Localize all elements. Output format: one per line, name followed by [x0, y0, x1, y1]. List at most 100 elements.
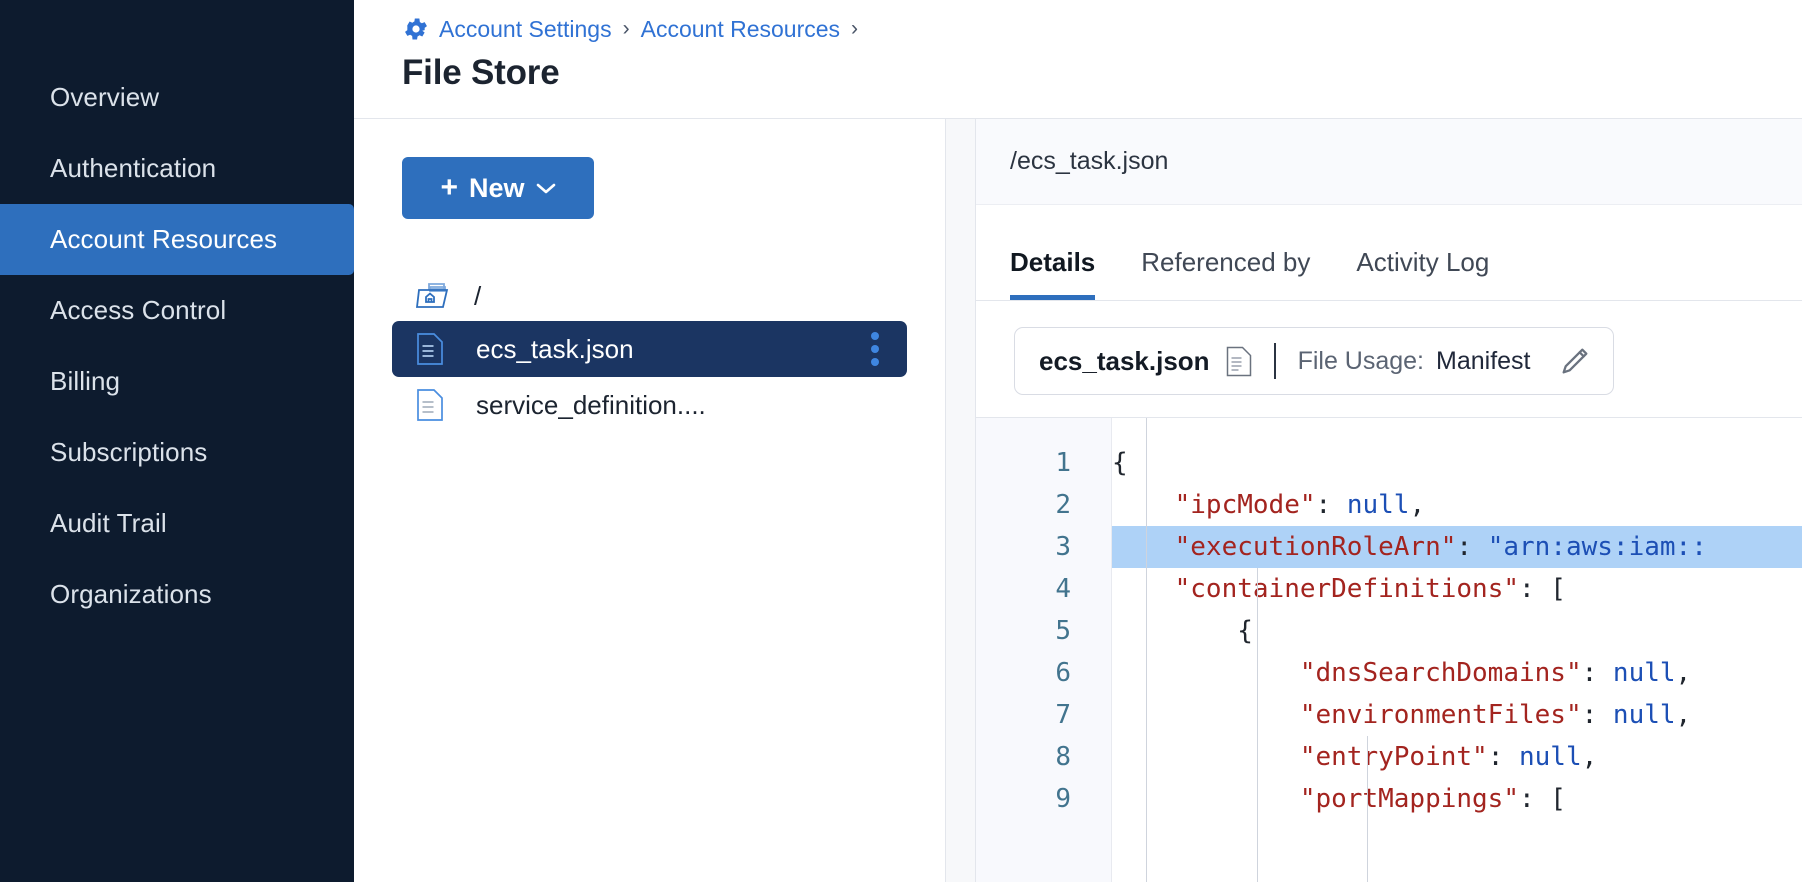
code-token: , — [1409, 490, 1426, 520]
new-button[interactable]: + New — [402, 157, 594, 219]
line-number: 7 — [1055, 700, 1071, 730]
tab-activity-log[interactable]: Activity Log — [1356, 247, 1490, 277]
sidebar-item-billing[interactable]: Billing — [0, 346, 354, 417]
code-line: "ipcMode": null, — [1112, 484, 1802, 526]
code-token: : — [1456, 532, 1488, 562]
code-token — [1112, 700, 1300, 730]
detail-tabs: Details Referenced by Activity Log — [976, 205, 1802, 301]
code-line: "portMappings": [ — [1112, 778, 1802, 820]
gear-icon — [402, 15, 430, 43]
code-token: "portMappings" — [1299, 784, 1519, 814]
code-line: "executionRoleArn": "arn:aws:iam:: — [1112, 526, 1802, 568]
line-number: 4 — [1055, 574, 1071, 604]
sidebar-item-label: Authentication — [50, 153, 217, 183]
tab-referenced-by[interactable]: Referenced by — [1141, 247, 1311, 277]
sidebar-item-access-control[interactable]: Access Control — [0, 275, 354, 346]
code-token: , — [1675, 700, 1692, 730]
code-token: : [ — [1519, 574, 1566, 604]
breadcrumb-separator-2: › — [851, 17, 859, 40]
code-token: : — [1315, 490, 1347, 520]
breadcrumb: Account Settings › Account Resources › — [402, 0, 1802, 50]
chevron-down-icon — [536, 182, 556, 194]
chip-file-name: ecs_task.json — [1039, 345, 1210, 376]
new-button-label: New — [469, 172, 525, 203]
indent-guide — [1367, 736, 1368, 882]
sidebar-item-organizations[interactable]: Organizations — [0, 559, 354, 630]
chip-divider — [1273, 343, 1276, 379]
code-token: "ipcMode" — [1174, 490, 1316, 520]
code-line: "containerDefinitions": [ — [1112, 568, 1802, 610]
file-meta-row: ecs_task.json File Usage: Manifest — [976, 301, 1802, 417]
file-usage-value: Manifest — [1436, 346, 1531, 375]
sidebar-item-label: Access Control — [50, 295, 227, 325]
file-json-icon — [416, 332, 452, 366]
kebab-menu-icon[interactable] — [867, 328, 883, 370]
file-detail-panel: /ecs_task.json Details Referenced by Act… — [976, 119, 1802, 882]
code-token: null — [1519, 742, 1582, 772]
file-tree-panel: + New — [354, 119, 946, 882]
file-usage-chip: ecs_task.json File Usage: Manifest — [1014, 327, 1614, 395]
code-line: { — [1112, 442, 1802, 484]
tab-details[interactable]: Details — [1010, 247, 1096, 300]
line-number: 2 — [1055, 490, 1071, 520]
line-number: 1 — [1055, 448, 1071, 478]
indent-guide — [1146, 526, 1147, 882]
line-number: 6 — [1055, 658, 1071, 688]
code-content[interactable]: { "ipcMode": null, "executionRoleArn": "… — [1112, 418, 1802, 882]
code-line: "dnsSearchDomains": null, — [1112, 652, 1802, 694]
sidebar-item-audit-trail[interactable]: Audit Trail — [0, 488, 354, 559]
document-icon — [1226, 346, 1252, 377]
code-token — [1112, 784, 1300, 814]
tree-row-service-definition[interactable]: service_definition.... — [392, 377, 907, 433]
line-number: 5 — [1055, 616, 1071, 646]
code-token: null — [1612, 700, 1676, 730]
tree-item-label: service_definition.... — [476, 389, 706, 420]
code-token: : — [1581, 700, 1613, 730]
code-line: "environmentFiles": null, — [1112, 694, 1802, 736]
breadcrumb-item-account-resources[interactable]: Account Resources — [640, 15, 841, 42]
code-line: "entryPoint": null, — [1112, 736, 1802, 778]
sidebar-item-authentication[interactable]: Authentication — [0, 133, 354, 204]
code-token: null — [1612, 658, 1676, 688]
tree-row-root[interactable]: / — [392, 271, 907, 321]
file-tree: / ecs_task.json — [354, 271, 945, 433]
code-token: : — [1581, 658, 1613, 688]
code-token: "arn:aws:iam:: — [1487, 532, 1707, 562]
sidebar-item-account-resources[interactable]: Account Resources — [0, 204, 354, 275]
code-token: "executionRoleArn" — [1174, 532, 1457, 562]
sidebar-item-label: Account Resources — [50, 224, 278, 254]
panel-splitter[interactable] — [946, 119, 976, 882]
code-line: { — [1112, 610, 1802, 652]
breadcrumb-item-account-settings[interactable]: Account Settings — [439, 15, 612, 42]
code-token: "dnsSearchDomains" — [1299, 658, 1582, 688]
file-path-bar: /ecs_task.json — [976, 119, 1802, 205]
code-token: "containerDefinitions" — [1174, 574, 1519, 604]
pencil-edit-icon[interactable] — [1547, 345, 1591, 377]
sidebar-item-label: Organizations — [50, 579, 212, 609]
code-token — [1112, 532, 1175, 562]
sidebar-item-label: Billing — [50, 366, 121, 396]
tree-root-label: / — [474, 280, 482, 311]
sidebar-item-label: Audit Trail — [50, 508, 167, 538]
sidebar-item-overview[interactable]: Overview — [0, 62, 354, 133]
code-token — [1112, 658, 1300, 688]
panels-container: + New — [354, 119, 1802, 882]
page-header: Account Settings › Account Resources › F… — [354, 0, 1802, 119]
code-token — [1112, 742, 1300, 772]
code-token — [1112, 490, 1175, 520]
tree-row-ecs-task-json[interactable]: ecs_task.json — [392, 321, 907, 377]
code-token: "environmentFiles" — [1299, 700, 1582, 730]
code-token: "entryPoint" — [1299, 742, 1488, 772]
code-token — [1112, 574, 1175, 604]
main-content: Account Settings › Account Resources › F… — [354, 0, 1802, 882]
sidebar-item-subscriptions[interactable]: Subscriptions — [0, 417, 354, 488]
file-json-icon — [416, 388, 452, 422]
code-token: , — [1581, 742, 1598, 772]
file-usage-label: File Usage: — [1297, 346, 1425, 375]
tree-item-label: ecs_task.json — [476, 333, 634, 364]
page-title: File Store — [402, 53, 560, 92]
